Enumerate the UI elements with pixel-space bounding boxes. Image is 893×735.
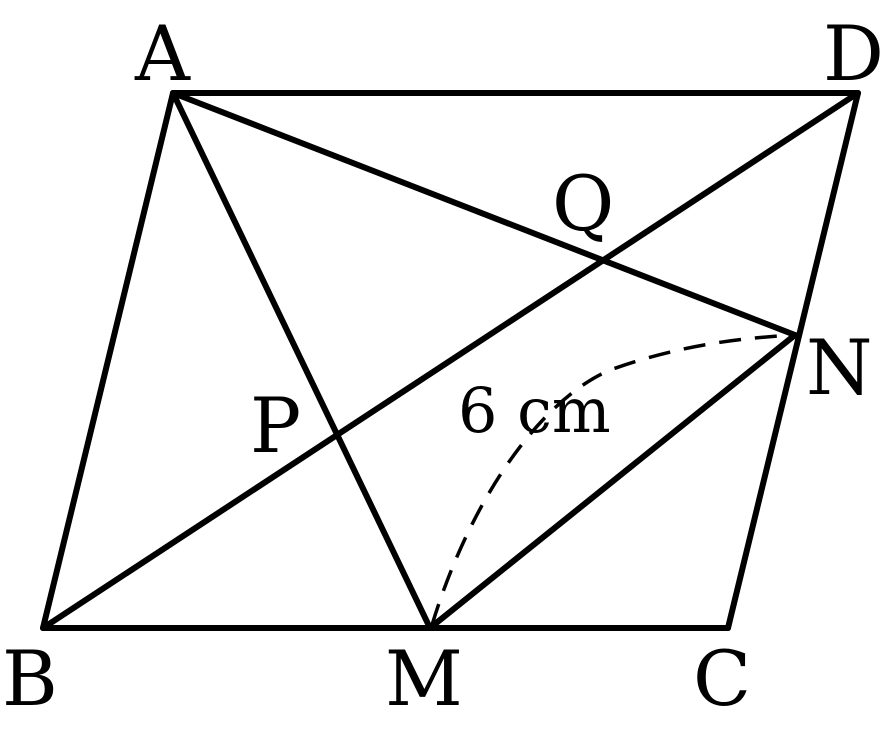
label-point-c: C bbox=[693, 634, 751, 723]
side-ab bbox=[40, 90, 176, 631]
label-point-a: A bbox=[134, 9, 191, 98]
segment-an bbox=[170, 90, 798, 338]
dashed-arc-mn bbox=[430, 333, 796, 626]
segment-am bbox=[170, 90, 433, 631]
segment-mn bbox=[427, 332, 798, 631]
diagonal-bd bbox=[40, 90, 861, 631]
label-point-n: N bbox=[806, 323, 873, 412]
measure-label: 6 cm bbox=[458, 374, 611, 447]
label-point-m: M bbox=[385, 634, 463, 723]
label-point-b: B bbox=[2, 634, 58, 723]
label-point-p: P bbox=[250, 381, 301, 470]
label-point-q: Q bbox=[552, 159, 614, 248]
label-point-d: D bbox=[823, 9, 884, 98]
side-cd bbox=[725, 90, 861, 631]
